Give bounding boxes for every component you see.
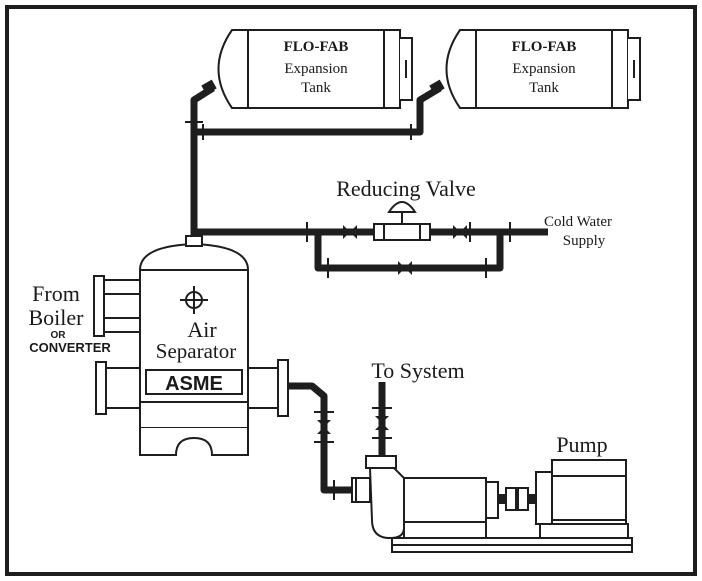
tank-2-name-line2: Tank — [529, 80, 559, 96]
inlet-label-or: OR — [51, 330, 67, 341]
pump-suction-piping — [288, 382, 392, 500]
asme-badge: ASME — [165, 373, 223, 395]
tank-1-name-line1: Expansion — [284, 61, 348, 77]
tank-2-name-line1: Expansion — [512, 61, 576, 77]
pump-assembly — [351, 455, 633, 553]
inlet-label-from: From — [32, 281, 80, 306]
cold-water-line1: Cold Water — [544, 214, 612, 230]
expansion-tank-2: FLO-FAB Expansion Tank — [445, 29, 641, 109]
tank-1-name-line2: Tank — [301, 80, 331, 96]
to-system-label: To System — [371, 358, 464, 383]
separator-label-line1: Air — [187, 317, 217, 342]
tank-2-brand: FLO-FAB — [512, 39, 577, 55]
inlet-label-converter: CONVERTER — [29, 340, 111, 355]
expansion-tank-1: FLO-FAB Expansion Tank — [217, 29, 413, 109]
pump-label: Pump — [556, 432, 607, 457]
tank-1-brand: FLO-FAB — [284, 39, 349, 55]
cold-water-piping — [194, 201, 548, 278]
tank-piping — [185, 79, 445, 240]
inlet-label-boiler: Boiler — [29, 305, 85, 330]
air-separator — [93, 235, 289, 456]
separator-label-line2: Separator — [156, 339, 236, 363]
reducing-valve-label: Reducing Valve — [336, 176, 476, 201]
cold-water-line2: Supply — [563, 233, 606, 249]
